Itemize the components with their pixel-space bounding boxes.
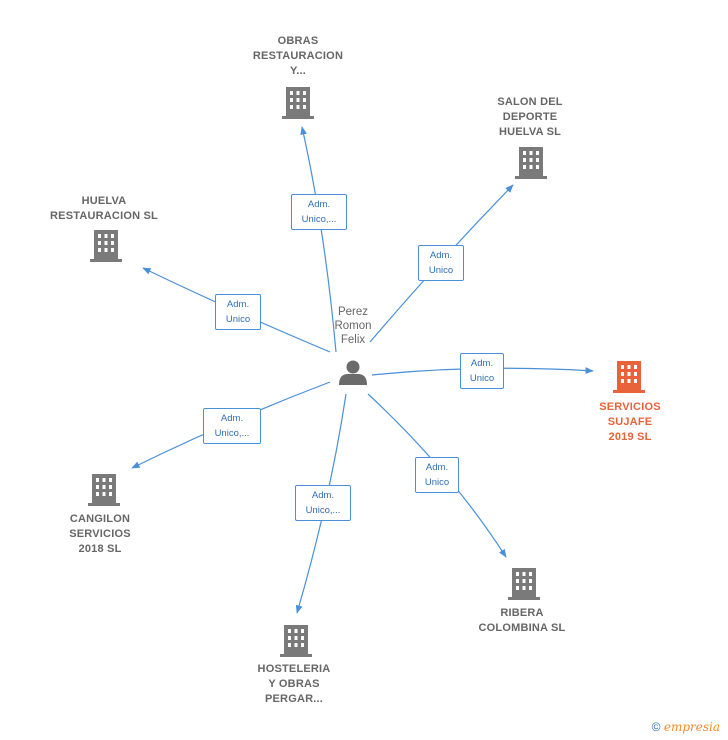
- brand-logo: empresia: [663, 720, 720, 734]
- relation-label-hosteleria[interactable]: Adm. Unico,...: [295, 485, 351, 521]
- relation-label-salon[interactable]: Adm. Unico: [418, 245, 464, 281]
- building-icon[interactable]: [280, 625, 312, 657]
- company-label-obras[interactable]: OBRAS RESTAURACION Y...: [252, 35, 344, 77]
- building-icon[interactable]: [282, 87, 314, 119]
- footer-brand[interactable]: © empresia: [652, 720, 720, 734]
- relation-label-sujafe[interactable]: Adm. Unico: [460, 353, 504, 389]
- company-label-cangilon[interactable]: CANGILON SERVICIOS 2018 SL: [69, 513, 131, 555]
- person-label[interactable]: Perez Romon Felix: [334, 306, 372, 346]
- copyright-icon: ©: [651, 720, 661, 734]
- relation-label-cangilon[interactable]: Adm. Unico,...: [203, 408, 261, 444]
- company-label-ribera[interactable]: RIBERA COLOMBINA SL: [478, 607, 566, 634]
- company-label-hosteleria[interactable]: HOSTELERIA Y OBRAS PERGAR...: [257, 663, 331, 705]
- building-icon[interactable]: [88, 474, 120, 506]
- building-icon[interactable]: [508, 568, 540, 600]
- relation-label-huelva[interactable]: Adm. Unico: [215, 294, 261, 330]
- relation-label-ribera[interactable]: Adm. Unico: [415, 457, 459, 493]
- edge-obras: [300, 126, 337, 353]
- relation-label-obras[interactable]: Adm. Unico,...: [291, 194, 347, 230]
- building-icon[interactable]: [613, 361, 645, 393]
- building-icon[interactable]: [515, 147, 547, 179]
- company-label-huelva[interactable]: HUELVA RESTAURACION SL: [50, 195, 158, 222]
- company-label-salon[interactable]: SALON DEL DEPORTE HUELVA SL: [497, 96, 563, 138]
- company-label-sujafe[interactable]: SERVICIOS SUJAFE 2019 SL: [599, 401, 661, 443]
- person-icon[interactable]: [339, 360, 367, 386]
- building-icon[interactable]: [90, 230, 122, 262]
